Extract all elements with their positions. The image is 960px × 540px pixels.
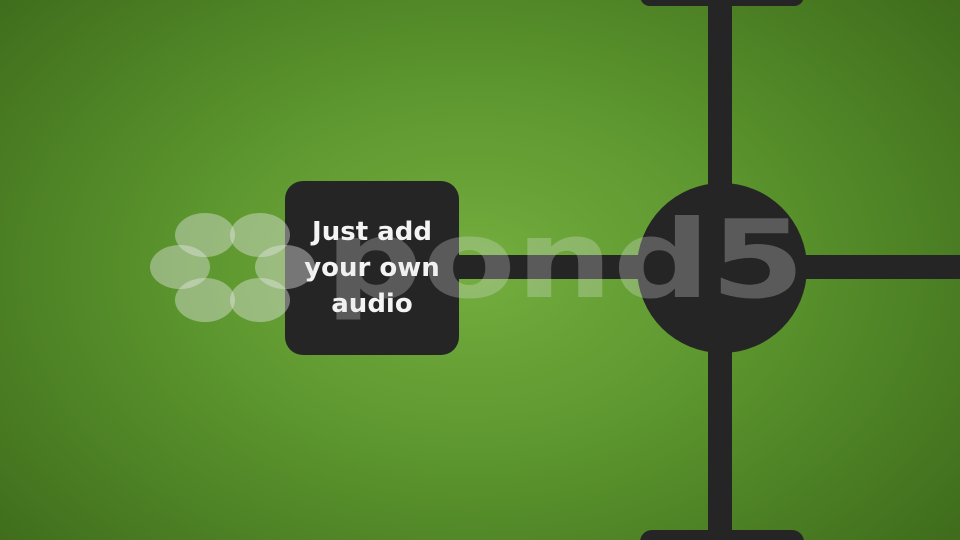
message-line-2: your own (304, 253, 440, 283)
top-node-box (640, 0, 804, 6)
message-line-3: audio (331, 289, 413, 319)
bottom-node-box (640, 530, 804, 540)
message-text: Just add your own audio (297, 214, 447, 322)
central-hub-circle (637, 183, 807, 353)
message-box: Just add your own audio (285, 181, 459, 355)
message-line-1: Just add (312, 217, 432, 247)
